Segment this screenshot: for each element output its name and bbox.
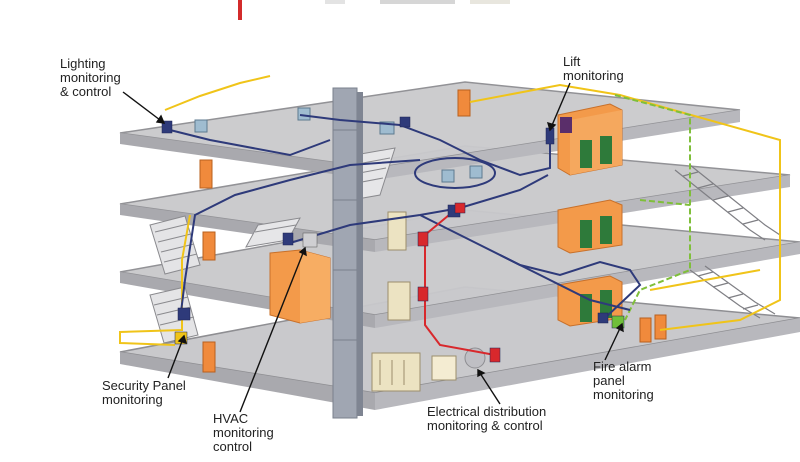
- data-bus-cable: [169, 114, 642, 321]
- electrical-distribution-label: Electrical distribution monitoring & con…: [427, 404, 547, 433]
- doors: [199, 89, 667, 373]
- lift-car-middle: [557, 199, 623, 254]
- leader-lighting: [122, 91, 165, 124]
- monitors: [194, 107, 483, 183]
- hvac-unit: [269, 249, 331, 324]
- leader-lift: [549, 82, 571, 131]
- lighting-monitoring-label: Lighting monitoring & control: [60, 56, 121, 99]
- lift-shafts: [557, 103, 623, 327]
- callout-leader-lines: [122, 82, 624, 413]
- duct-column: [332, 87, 363, 419]
- top-edge-fragment: [238, 0, 510, 20]
- power-cable: [424, 209, 496, 356]
- lighting-cable: [119, 75, 781, 346]
- leader-fire: [604, 323, 623, 361]
- lift-monitoring-label: Lift monitoring: [563, 54, 624, 83]
- security-panel-label: Security Panel monitoring: [102, 378, 186, 407]
- floor-ground: [119, 286, 800, 410]
- lift-car-top: [557, 103, 623, 176]
- leader-electrical: [477, 369, 501, 405]
- fire-alarm-panel-label: Fire alarm panel monitoring: [593, 359, 654, 402]
- leader-security: [167, 335, 185, 379]
- leader-hvac: [239, 247, 306, 413]
- control-units: [161, 116, 625, 363]
- fire-alarm-cable: [614, 94, 691, 321]
- hvac-monitoring-label: HVAC monitoring control: [213, 411, 274, 454]
